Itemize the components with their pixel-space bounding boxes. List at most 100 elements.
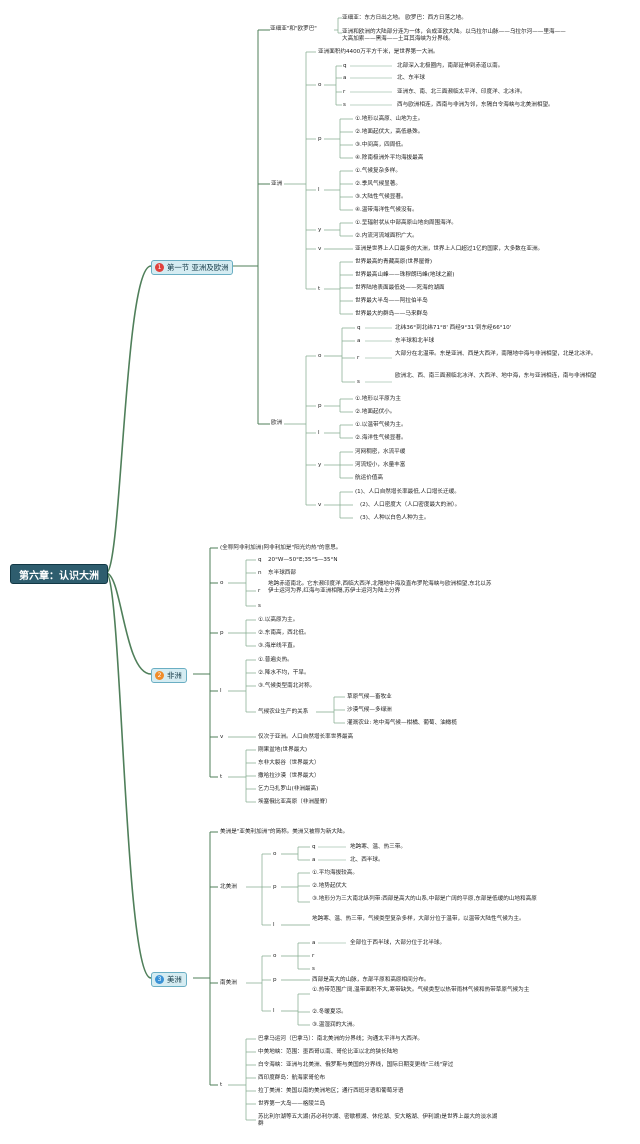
europe-climate-item: ①.以温带气候为主。 — [355, 422, 407, 428]
south-america-node[interactable]: 南美洲 — [220, 980, 237, 986]
sa-terrain-text: 西部是高大的山脉，东部平原和高原相间分布。 — [312, 977, 430, 983]
america-record-item: 白令海峡：亚洲与北美洲、俄罗斯与美国的分界线，国际日期变更线"三线"穿过 — [258, 1062, 454, 1068]
america-record-item: 巴拿马运河（巴拿马）：南北美洲的分界线；沟通太平洋与大西洋。 — [258, 1036, 424, 1042]
africa-agriculture-node[interactable]: 气候农业生产的关系 — [258, 709, 309, 715]
asia-europe-name-origin[interactable]: 亚细亚"和"欧罗巴" — [270, 26, 317, 32]
europe-population-item: (2)、人口密度大（人口密度最大的洲）。 — [360, 502, 461, 508]
europe-population-item: (1)、人口自然增长率最低,人口增长迂缓。 — [355, 489, 460, 495]
asia-climate-key[interactable]: l — [318, 187, 320, 193]
na-terrain-key[interactable]: p — [273, 884, 277, 890]
sa-position-a-key: a — [312, 940, 316, 946]
asia-position-a: 北、东半球 — [397, 75, 425, 81]
africa-population-text: 仅次于亚洲。人口自然增长率世界最高 — [258, 734, 354, 740]
asia-position-key[interactable]: o — [318, 82, 322, 88]
africa-record-item: 乞力马扎罗山(非洲最高) — [258, 786, 319, 792]
africa-position-r-key: r — [258, 588, 261, 594]
africa-records-key[interactable]: t — [220, 774, 223, 780]
na-climate-key[interactable]: l — [273, 922, 275, 928]
asia-terrain-item: ②.地面起伏大，高低悬殊。 — [355, 129, 424, 135]
asia-rivers-item: ②.内流河流域面积广大。 — [355, 233, 418, 239]
africa-position-key[interactable]: o — [220, 580, 224, 586]
africa-population-key[interactable]: v — [220, 734, 224, 740]
sa-terrain-key[interactable]: p — [273, 977, 277, 983]
asia-record-item: 世界陆地表面最低处——死海的湖面 — [355, 285, 445, 291]
europe-terrain-item: ①.地形以平原为主 — [355, 396, 401, 402]
sa-position-s-key: s — [312, 966, 315, 972]
africa-agriculture-item: 沙漠气候—多绿洲 — [347, 707, 392, 713]
europe-rivers-key[interactable]: y — [318, 462, 322, 468]
europe-population-item: (3)、人种以白色人种为主。 — [360, 515, 430, 521]
america-record-item: 世界第一大岛——格陵兰岛 — [258, 1101, 326, 1107]
section-number-badge: 2 — [155, 671, 164, 680]
europe-node[interactable]: 欧洲 — [271, 420, 283, 426]
na-terrain-item: ①.平均海拔较高。 — [312, 870, 358, 876]
asia-position-r: 亚洲东、南、北三面濒临太平洋、印度洋、北冰洋。 — [397, 89, 526, 95]
africa-position-r: 地跨赤道南北。它东濒印度洋,西临大西洋,北隔地中海及直布罗陀海峡与欧洲相望,东北… — [268, 581, 492, 595]
europe-position-r: 大部分在北温带。东是亚洲、西是大西洋，南隔地中海与非洲相望，北是北冰洋。 — [395, 351, 597, 357]
section-2-africa[interactable]: 2 非洲 — [151, 668, 187, 683]
asia-rivers-key[interactable]: y — [318, 227, 322, 233]
asia-terrain-key[interactable]: p — [318, 136, 322, 142]
sa-climate-item: ①.热带范围广阔,温带面积不大,寒带缺失。气候类型以热带雨林气候和热带草原气候为… — [312, 987, 530, 993]
europe-position-a-key: a — [357, 338, 361, 344]
north-america-node[interactable]: 北美洲 — [220, 884, 237, 890]
africa-record-item: 刚果盆地(世界最大) — [258, 747, 308, 753]
asia-position-r-key: r — [343, 89, 346, 95]
sa-climate-item: ③.温湿润的大洲。 — [312, 1022, 358, 1028]
africa-terrain-item: ②.东南高，西北低。 — [258, 630, 310, 636]
asia-record-item: 世界最高的青藏高原(世界屋脊) — [355, 259, 433, 265]
sa-climate-item: ②.冬暖夏凉。 — [312, 1009, 347, 1015]
asia-records-key[interactable]: t — [318, 286, 321, 292]
asia-record-item: 世界最大半岛——阿拉伯半岛 — [355, 298, 428, 304]
europe-position-key[interactable]: o — [318, 353, 322, 359]
africa-name-text: (全称阿非利加洲)阿非利加是"阳光灼热"的意思。 — [220, 545, 342, 551]
asia-position-q: 北部深入北极圈内，南部延伸到赤道以南。 — [397, 63, 504, 69]
asia-population-key[interactable]: v — [318, 246, 322, 252]
na-climate-text: 地跨寒、温、热三带，气候类型复杂多样，大部分位于温带，以温带大陆性气候为主。 — [312, 916, 525, 922]
europe-terrain-item: ②.地面起伏小。 — [355, 409, 396, 415]
europe-position-q: 北纬36°到北纬71°8' 西经9°31'到东经66°10' — [395, 325, 512, 331]
america-record-item: 苏比利尔湖等五大湖(苏必利尔湖、密歇根湖、休伦湖、安大略湖、伊利湖)是世界上最大… — [258, 1114, 498, 1128]
africa-record-item: 埃塞俄比亚高原（非洲屋脊） — [258, 799, 331, 805]
asia-area-text: 亚洲面积约4400万平方千米，是世界第一大洲。 — [318, 49, 439, 55]
africa-climate-item: ②.降水不均，干旱。 — [258, 670, 310, 676]
na-position-key[interactable]: o — [273, 851, 277, 857]
europe-rivers-item: 河流短小，水量丰富 — [355, 462, 406, 468]
asia-node[interactable]: 亚洲 — [271, 181, 283, 187]
europe-position-q-key: q — [357, 325, 361, 331]
asia-climate-item: ②.季风气候显著。 — [355, 181, 401, 187]
sa-climate-key[interactable]: l — [273, 1008, 275, 1014]
europe-rivers-item: 航运价值高 — [355, 475, 383, 481]
asia-population-text: 亚洲是世界上人口最多的大洲，世界上人口超过1亿的国家，大多数在亚洲。 — [355, 246, 544, 252]
na-position-q-key: q — [312, 844, 316, 850]
na-position-a-key: a — [312, 857, 316, 863]
asia-position-q-key: q — [343, 63, 347, 69]
asia-climate-item: ③.大陆性气候显著。 — [355, 194, 407, 200]
africa-position-n: 东半球西部 — [268, 570, 296, 576]
root-topic[interactable]: 第六章：认识大洲 — [10, 564, 108, 584]
asia-position-s-key: s — [343, 102, 346, 108]
africa-climate-item: ①.普遍炎热。 — [258, 657, 293, 663]
europe-climate-key[interactable]: l — [318, 430, 320, 436]
section-3-americas[interactable]: 3 美洲 — [151, 972, 187, 987]
asia-terrain-item: ①.地形以高原、山地为主。 — [355, 116, 424, 122]
america-records-key[interactable]: t — [220, 1082, 223, 1088]
europe-terrain-key[interactable]: p — [318, 403, 322, 409]
europe-population-key[interactable]: v — [318, 502, 322, 508]
africa-terrain-key[interactable]: p — [220, 630, 224, 636]
sa-position-key[interactable]: o — [273, 953, 277, 959]
america-record-item: 中美地峡：范围：墨西哥以南、哥伦比亚以北的狭长陆地 — [258, 1049, 398, 1055]
africa-climate-item: ③.气候类型南北对称。 — [258, 683, 316, 689]
eurasia-boundary-text: 亚洲和欧洲的大陆部分连为一体，合成亚欧大陆。以乌拉尔山脉——乌拉尔河——里海——… — [342, 29, 566, 43]
africa-record-item: 撒哈拉沙漠（世界最大） — [258, 773, 320, 779]
america-record-item: 西印度群岛：航海家哥伦布 — [258, 1075, 326, 1081]
africa-agriculture-item: 灌溉农业: 地中海气候—柑橘、葡萄、油橄榄 — [347, 720, 457, 726]
section-1-asia-europe[interactable]: 1 第一节 亚洲及欧洲 — [151, 260, 234, 275]
sa-position-a: 全部位于西半球，大部分位于北半球。 — [350, 940, 446, 946]
section-number-badge: 3 — [155, 975, 164, 984]
africa-climate-key[interactable]: l — [220, 688, 222, 694]
asia-climate-item: ①.气候复杂多样。 — [355, 168, 401, 174]
africa-position-q-key: q — [258, 557, 262, 563]
sa-position-r-key: r — [312, 953, 315, 959]
